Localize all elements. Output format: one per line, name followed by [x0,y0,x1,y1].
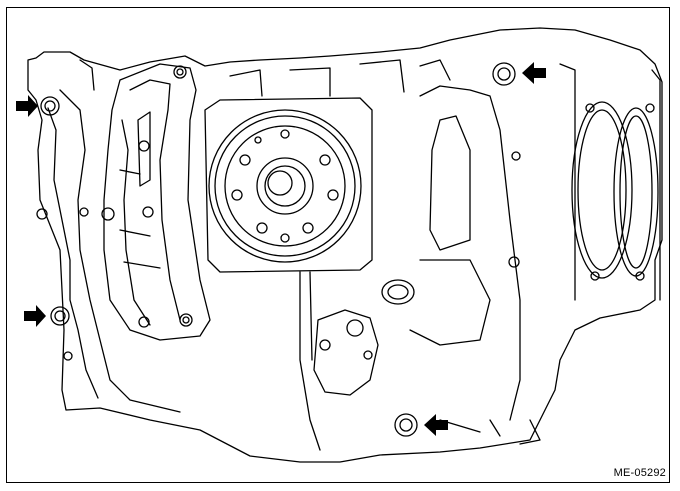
callout-bolt-top-left [40,96,60,116]
timing-cover-plate [103,63,211,341]
figure-id-label: ME-05292 [613,467,666,479]
cover-rib-2 [121,119,151,326]
crankshaft-flange [208,109,362,263]
callout-bolt-bottom [394,413,418,437]
figure-frame [6,7,670,483]
cover-slot-2 [119,169,161,269]
arrow-right-icon [24,305,46,327]
block-outline [27,27,663,463]
left-flange-inner [59,89,181,413]
center-web [299,271,321,451]
right-pillar-inner [429,115,471,251]
right-pillar [419,85,521,421]
right-pillar-lower [409,259,491,346]
left-flange-edge [47,107,99,399]
oil-port-hole [346,319,364,337]
callout-bolt-lower-left [50,306,70,326]
cover-slot [137,111,151,187]
deck-edge [559,63,661,301]
arrow-left-icon [424,414,448,436]
cylinder-bores [571,101,659,279]
arrow-left-icon [522,62,546,84]
crank-housing [204,97,373,273]
oil-port [313,309,379,396]
cover-rib [129,79,181,321]
boss [381,279,415,305]
cover-bolts [36,65,193,328]
arrow-right-icon [16,95,38,117]
callout-bolt-top-right [492,62,516,86]
